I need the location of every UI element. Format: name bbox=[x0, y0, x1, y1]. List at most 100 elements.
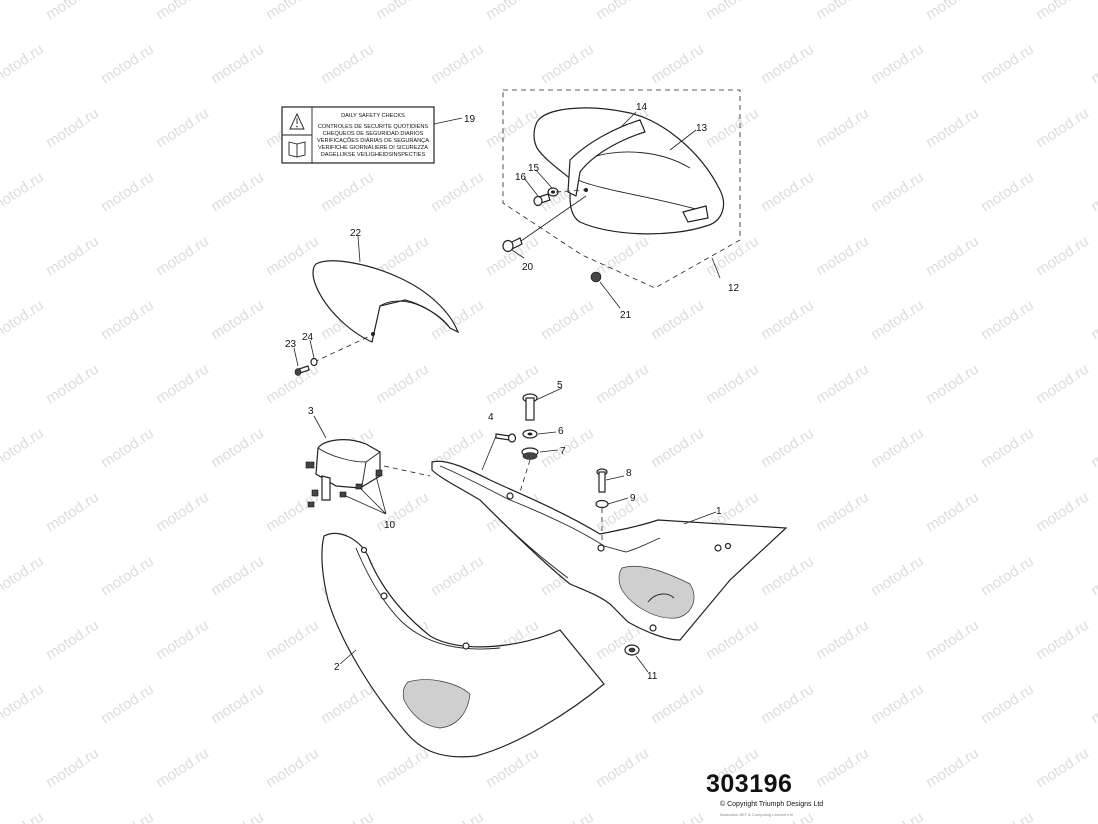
callout-8: 8 bbox=[626, 468, 632, 479]
watermark-text: motod.ru bbox=[318, 41, 377, 88]
watermark-text: motod.ru bbox=[1088, 425, 1098, 472]
watermark-text: motod.ru bbox=[43, 361, 102, 408]
seat-cowl bbox=[312, 260, 460, 343]
watermark-text: motod.ru bbox=[208, 425, 267, 472]
watermark-text: motod.ru bbox=[153, 233, 212, 280]
watermark-text: motod.ru bbox=[208, 553, 267, 600]
callout-22: 22 bbox=[350, 228, 362, 239]
watermark-text: motod.ru bbox=[923, 745, 982, 792]
watermark-text: motod.ru bbox=[0, 681, 47, 728]
watermark-text: motod.ru bbox=[868, 681, 927, 728]
watermark-text: motod.ru bbox=[43, 105, 102, 152]
watermark-text: motod.ru bbox=[43, 745, 102, 792]
watermark-text: motod.ru bbox=[813, 745, 872, 792]
watermark-text: motod.ru bbox=[263, 0, 322, 23]
watermark-text: motod.ru bbox=[98, 297, 157, 344]
watermark-text: motod.ru bbox=[0, 297, 47, 344]
watermark-text: motod.ru bbox=[483, 105, 542, 152]
safety-label-line-1: DAILY SAFETY CHECKS bbox=[341, 113, 405, 119]
callout-19: 19 bbox=[464, 114, 476, 125]
watermark-text: motod.ru bbox=[0, 169, 47, 216]
watermark-text: motod.ru bbox=[538, 297, 597, 344]
watermark-text: motod.ru bbox=[868, 809, 927, 824]
watermark-text: motod.ru bbox=[1033, 617, 1092, 664]
callout-6: 6 bbox=[558, 426, 564, 437]
watermark-text: motod.ru bbox=[648, 425, 707, 472]
safety-label-sticker: DAILY SAFETY CHECKS CONTROLES DE SECURIT… bbox=[281, 106, 435, 164]
watermark-text: motod.ru bbox=[538, 809, 597, 824]
watermark-text: motod.ru bbox=[978, 169, 1037, 216]
watermark-text: motod.ru bbox=[1088, 41, 1098, 88]
callout-1: 1 bbox=[716, 506, 722, 517]
watermark-text: motod.ru bbox=[868, 553, 927, 600]
callout-14: 14 bbox=[636, 102, 648, 113]
watermark-text: motod.ru bbox=[813, 105, 872, 152]
watermark-text: motod.ru bbox=[428, 169, 487, 216]
seat-assembly-outline bbox=[502, 89, 741, 289]
watermark-text: motod.ru bbox=[978, 809, 1037, 824]
watermark-text: motod.ru bbox=[758, 297, 817, 344]
grommet-7 bbox=[521, 447, 539, 460]
watermark-text: motod.ru bbox=[593, 233, 652, 280]
watermark-text: motod.ru bbox=[98, 681, 157, 728]
watermark-text: motod.ru bbox=[1033, 745, 1092, 792]
safety-label-line-5: VERIFICHE GIORNALIERE DI SICUREZZA bbox=[318, 145, 428, 151]
watermark-text: motod.ru bbox=[1088, 297, 1098, 344]
watermark-text: motod.ru bbox=[978, 425, 1037, 472]
watermark-text: motod.ru bbox=[153, 361, 212, 408]
callout-3: 3 bbox=[308, 406, 314, 417]
watermark-text: motod.ru bbox=[373, 745, 432, 792]
illustration-credit: Illustration BKT & Computing Licence Int… bbox=[720, 812, 793, 817]
watermark-text: motod.ru bbox=[648, 41, 707, 88]
watermark-text: motod.ru bbox=[43, 617, 102, 664]
callout-21: 21 bbox=[620, 310, 632, 321]
watermark-text: motod.ru bbox=[1033, 489, 1092, 536]
watermark-text: motod.ru bbox=[868, 41, 927, 88]
watermark-text: motod.ru bbox=[978, 553, 1037, 600]
watermark-text: motod.ru bbox=[0, 425, 47, 472]
watermark-text: motod.ru bbox=[0, 41, 47, 88]
watermark-text: motod.ru bbox=[318, 169, 377, 216]
watermark-text: motod.ru bbox=[318, 681, 377, 728]
watermark-text: motod.ru bbox=[373, 361, 432, 408]
watermark-text: motod.ru bbox=[483, 745, 542, 792]
bolt-5 bbox=[522, 393, 538, 421]
watermark-text: motod.ru bbox=[318, 809, 377, 824]
bolt-16 bbox=[533, 193, 551, 207]
callout-13: 13 bbox=[696, 123, 708, 134]
drawing-number: 303196 bbox=[706, 770, 793, 798]
watermark-text: motod.ru bbox=[263, 617, 322, 664]
grommet-11 bbox=[624, 644, 640, 656]
safety-label-line-3: CHEQUEOS DE SEGURIDAD DIARIOS bbox=[323, 131, 424, 137]
watermark-text: motod.ru bbox=[43, 233, 102, 280]
callout-12: 12 bbox=[728, 283, 740, 294]
watermark-text: motod.ru bbox=[923, 105, 982, 152]
manual-book-icon bbox=[288, 141, 306, 158]
rear-undertray bbox=[431, 460, 788, 641]
watermark-text: motod.ru bbox=[153, 0, 212, 23]
bolt-20 bbox=[502, 237, 523, 253]
safety-label-line-6: DAGELIJKSE VEILIGHEIDSINSPECTIES bbox=[321, 152, 426, 158]
watermark-text: motod.ru bbox=[923, 617, 982, 664]
safety-label-line-2: CONTROLES DE SECURITE QUOTIDIENS bbox=[318, 124, 429, 130]
watermark-text: motod.ru bbox=[758, 41, 817, 88]
watermark-text: motod.ru bbox=[153, 617, 212, 664]
watermark-text: motod.ru bbox=[758, 681, 817, 728]
nut-21 bbox=[590, 271, 602, 283]
watermark-text: motod.ru bbox=[703, 105, 762, 152]
watermark-text: motod.ru bbox=[648, 809, 707, 824]
watermark-text: motod.ru bbox=[593, 361, 652, 408]
watermark-text: motod.ru bbox=[1033, 233, 1092, 280]
watermark-text: motod.ru bbox=[428, 41, 487, 88]
watermark-text: motod.ru bbox=[98, 553, 157, 600]
watermark-text: motod.ru bbox=[1088, 553, 1098, 600]
watermark-text: motod.ru bbox=[153, 105, 212, 152]
watermark-text: motod.ru bbox=[648, 681, 707, 728]
callout-11: 11 bbox=[647, 671, 658, 682]
watermark-text: motod.ru bbox=[208, 681, 267, 728]
callout-10: 10 bbox=[384, 520, 396, 531]
watermark-text: motod.ru bbox=[813, 361, 872, 408]
watermark-text: motod.ru bbox=[43, 0, 102, 23]
watermark-text: motod.ru bbox=[978, 41, 1037, 88]
